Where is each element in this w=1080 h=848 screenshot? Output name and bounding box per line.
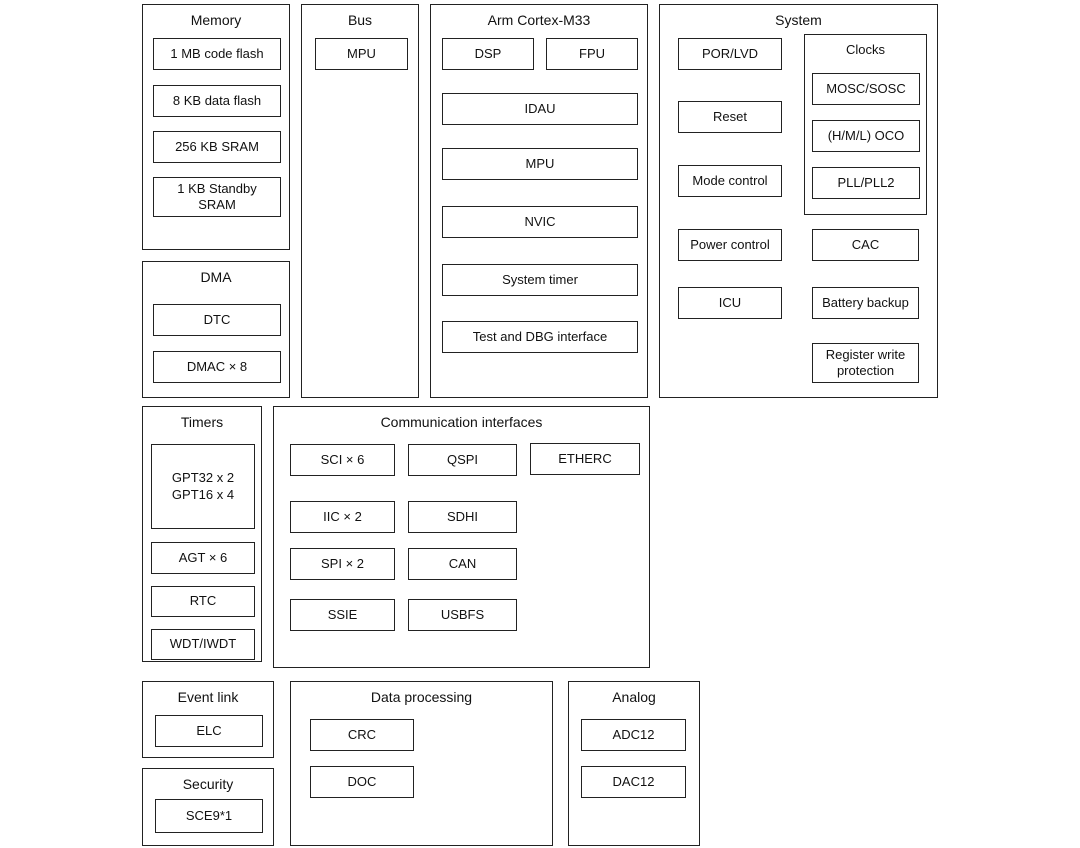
block-reset: Reset [678, 101, 782, 133]
block-system-timer: System timer [442, 264, 638, 296]
block-can: CAN [408, 548, 517, 580]
security-group: Security SCE9*1 [142, 768, 274, 846]
cortex-group: Arm Cortex-M33 DSP FPU IDAU MPU NVIC Sys… [430, 4, 648, 398]
dma-group: DMA DTC DMAC × 8 [142, 261, 290, 398]
block-sce: SCE9*1 [155, 799, 263, 833]
memory-group-title: Memory [190, 12, 242, 28]
block-reg-write-protection: Register write protection [812, 343, 919, 383]
block-dsp: DSP [442, 38, 534, 70]
block-sci: SCI × 6 [290, 444, 395, 476]
block-mosc-sosc: MOSC/SOSC [812, 73, 920, 105]
block-sram: 256 KB SRAM [153, 131, 281, 163]
memory-group: Memory 1 MB code flash 8 KB data flash 2… [142, 4, 290, 250]
block-elc: ELC [155, 715, 263, 747]
analog-group-title: Analog [612, 689, 656, 705]
event-link-group-title: Event link [177, 689, 239, 705]
block-standby-sram: 1 KB Standby SRAM [153, 177, 281, 217]
block-code-flash: 1 MB code flash [153, 38, 281, 70]
block-adc: ADC12 [581, 719, 686, 751]
block-agt: AGT × 6 [151, 542, 255, 574]
block-cac: CAC [812, 229, 919, 261]
block-pll: PLL/PLL2 [812, 167, 920, 199]
block-idau: IDAU [442, 93, 638, 125]
block-bus-mpu: MPU [315, 38, 408, 70]
bus-group-title: Bus [347, 12, 373, 28]
dma-group-title: DMA [200, 269, 232, 285]
block-cortex-mpu: MPU [442, 148, 638, 180]
block-fpu: FPU [546, 38, 638, 70]
analog-group: Analog ADC12 DAC12 [568, 681, 700, 846]
timers-group: Timers GPT32 x 2 GPT16 x 4 AGT × 6 RTC W… [142, 406, 262, 662]
block-etherc: ETHERC [530, 443, 640, 475]
block-spi: SPI × 2 [290, 548, 395, 580]
block-icu: ICU [678, 287, 782, 319]
cortex-group-title: Arm Cortex-M33 [487, 12, 591, 28]
block-qspi: QSPI [408, 444, 517, 476]
timers-group-title: Timers [180, 414, 224, 430]
system-group: System POR/LVD Reset Mode control Power … [659, 4, 938, 398]
block-gpt: GPT32 x 2 GPT16 x 4 [151, 444, 255, 529]
block-sdhi: SDHI [408, 501, 517, 533]
comm-group: Communication interfaces SCI × 6 QSPI ET… [273, 406, 650, 668]
block-test-dbg: Test and DBG interface [442, 321, 638, 353]
security-group-title: Security [182, 776, 234, 792]
block-oco: (H/M/L) OCO [812, 120, 920, 152]
block-usbfs: USBFS [408, 599, 517, 631]
block-mode-control: Mode control [678, 165, 782, 197]
block-por-lvd: POR/LVD [678, 38, 782, 70]
block-crc: CRC [310, 719, 414, 751]
clocks-subgroup: Clocks MOSC/SOSC (H/M/L) OCO PLL/PLL2 [804, 34, 927, 215]
block-data-flash: 8 KB data flash [153, 85, 281, 117]
comm-group-title: Communication interfaces [380, 414, 543, 430]
block-nvic: NVIC [442, 206, 638, 238]
system-group-title: System [775, 12, 822, 28]
bus-group: Bus MPU [301, 4, 419, 398]
block-rtc: RTC [151, 586, 255, 617]
block-dtc: DTC [153, 304, 281, 336]
block-power-control: Power control [678, 229, 782, 261]
block-doc: DOC [310, 766, 414, 798]
block-dac: DAC12 [581, 766, 686, 798]
block-dmac: DMAC × 8 [153, 351, 281, 383]
block-battery-backup: Battery backup [812, 287, 919, 319]
block-ssie: SSIE [290, 599, 395, 631]
clocks-subgroup-title: Clocks [845, 42, 885, 57]
block-wdt: WDT/IWDT [151, 629, 255, 660]
event-link-group: Event link ELC [142, 681, 274, 758]
data-processing-group: Data processing CRC DOC [290, 681, 553, 846]
data-processing-group-title: Data processing [370, 689, 473, 705]
block-iic: IIC × 2 [290, 501, 395, 533]
